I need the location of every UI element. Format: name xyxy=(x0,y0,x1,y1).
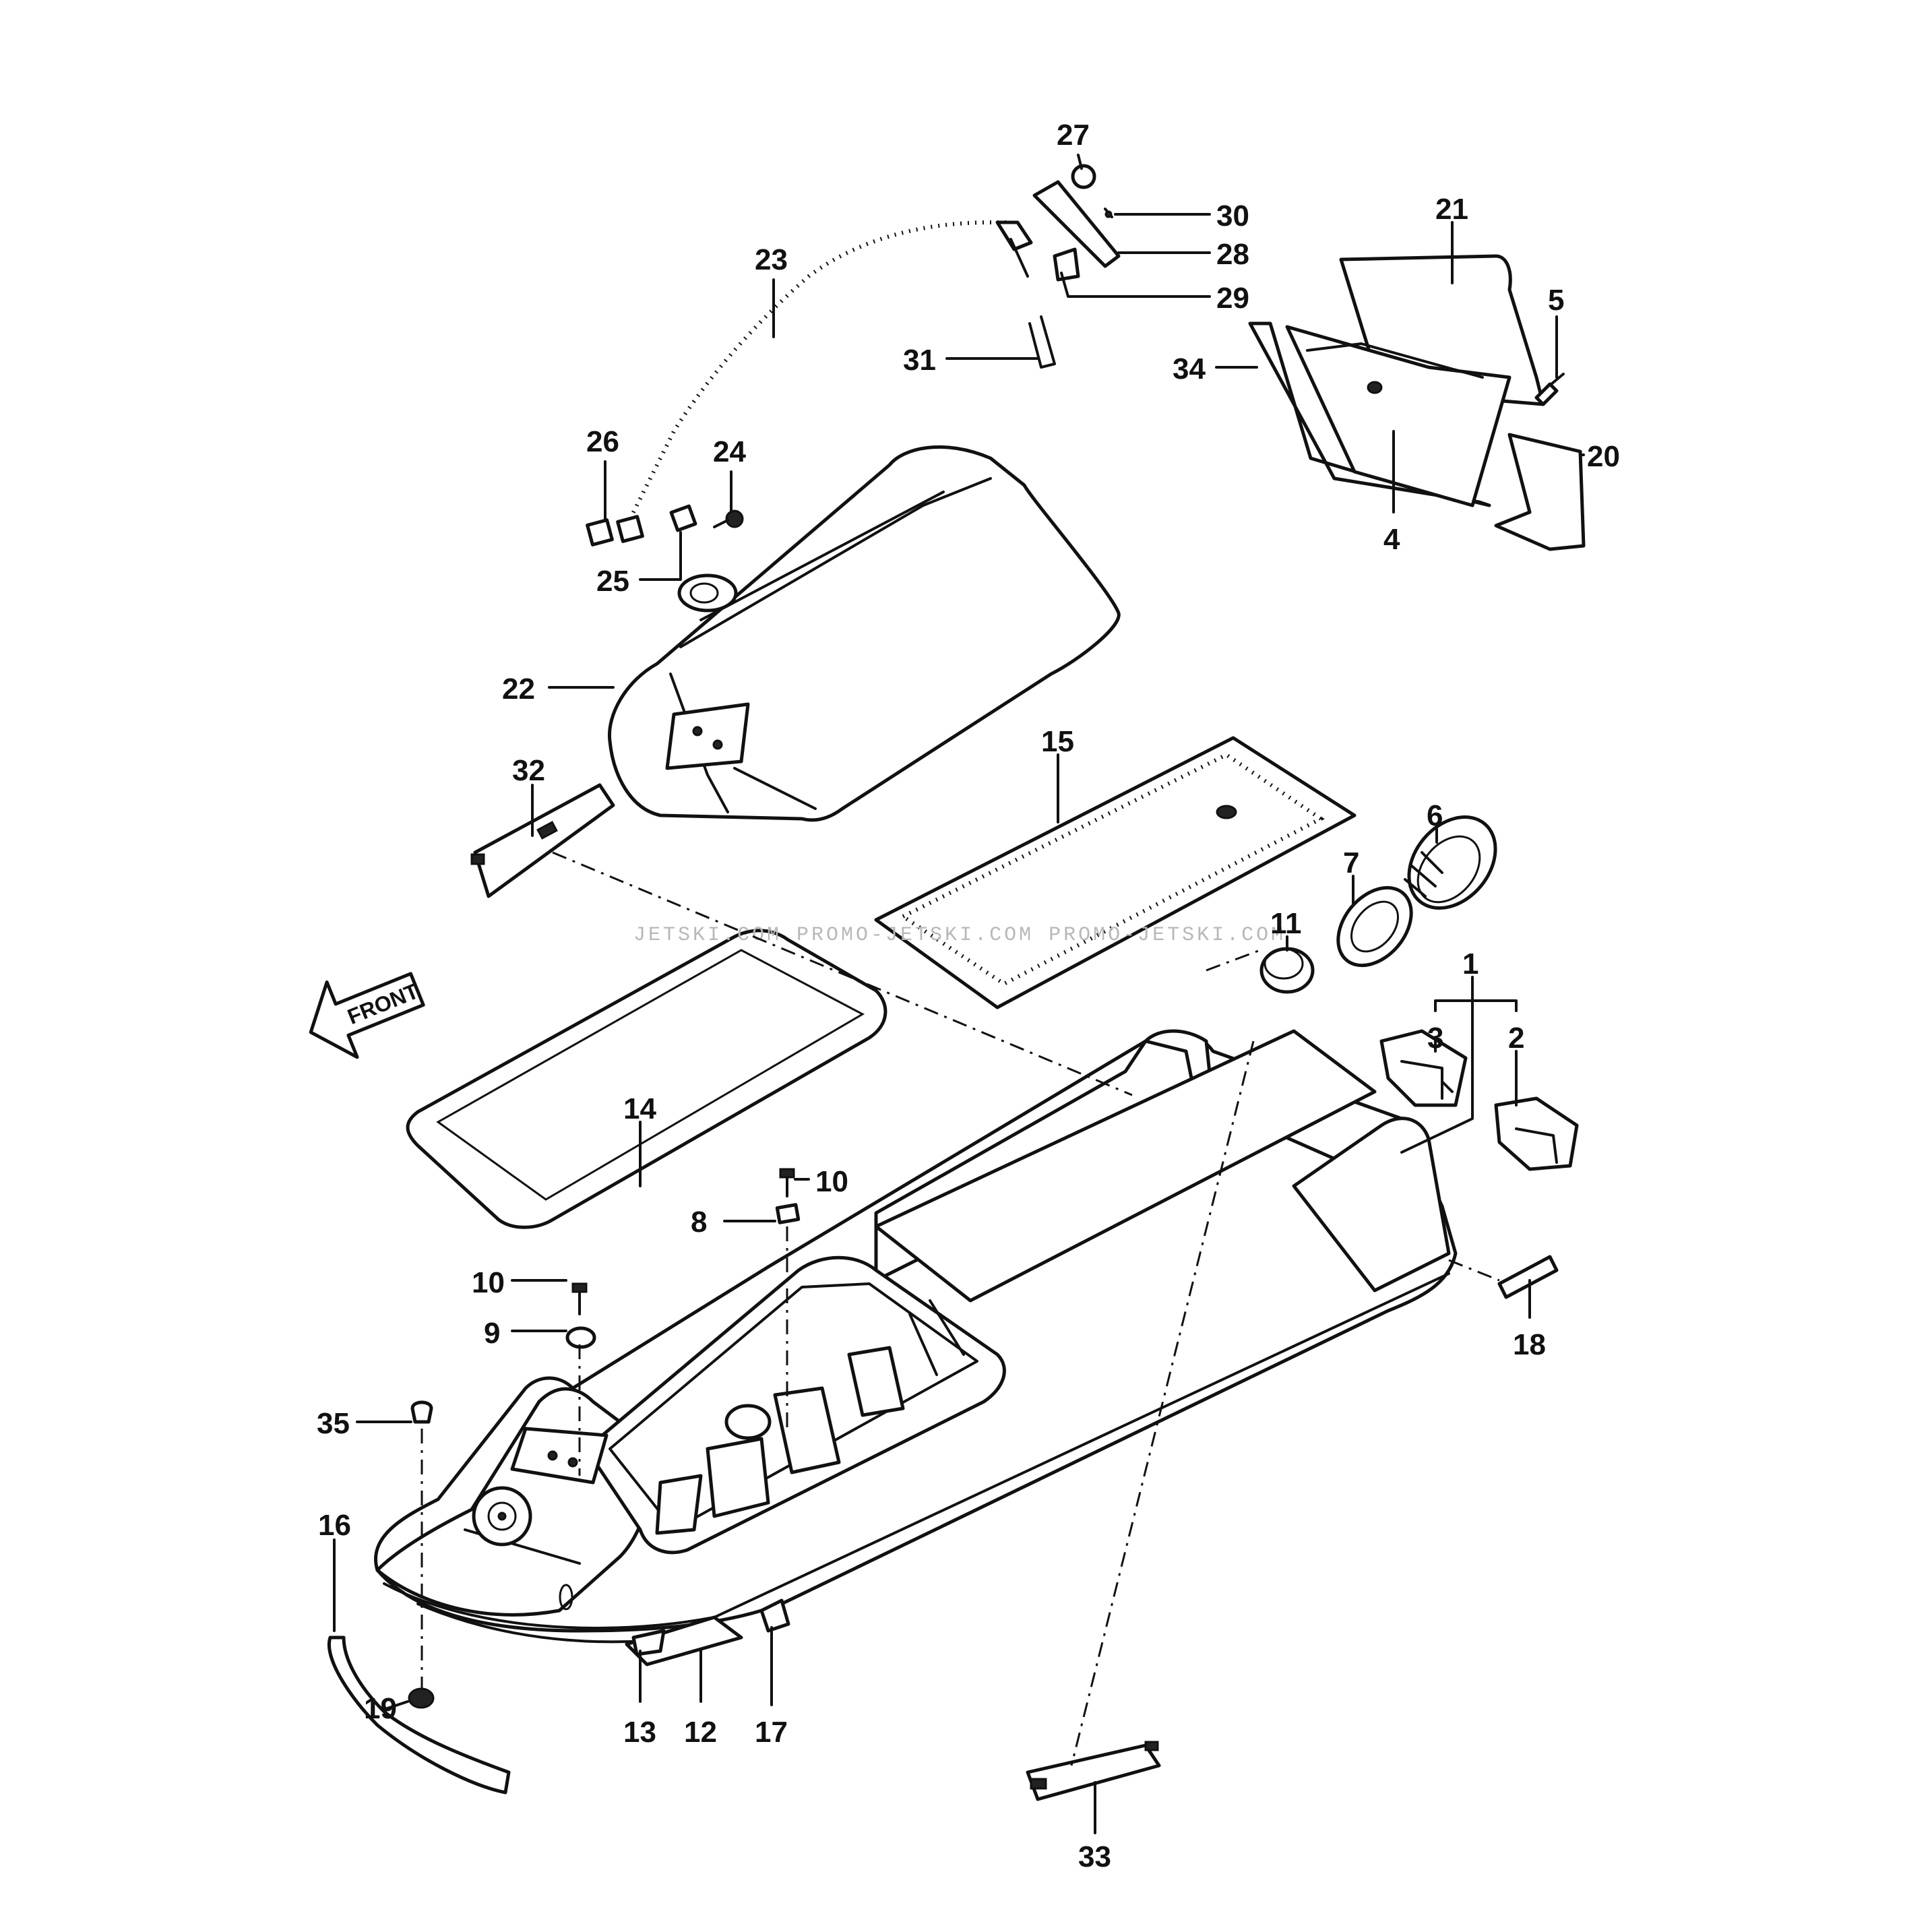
callout-2: 2 xyxy=(1508,1022,1524,1055)
callout-10b: 10 xyxy=(472,1266,505,1299)
callout-26: 26 xyxy=(586,425,619,458)
callout-13: 13 xyxy=(623,1716,656,1749)
callout-17: 17 xyxy=(755,1716,788,1749)
callout-33: 33 xyxy=(1078,1840,1111,1873)
front-parts xyxy=(328,1168,801,1795)
callout-32: 32 xyxy=(512,754,545,787)
leader-lines xyxy=(333,154,1585,1834)
callout-29: 29 xyxy=(1216,282,1249,315)
callout-1: 1 xyxy=(1462,947,1478,980)
callout-7: 7 xyxy=(1343,846,1359,879)
steering-hardware xyxy=(1028,164,1121,369)
watermark-text: JETSKI.COM PROMO-JETSKI.COM PROMO-JETSKI… xyxy=(633,924,1286,947)
hull-deck xyxy=(374,1029,1458,1644)
mat xyxy=(874,736,1357,1009)
gasket-frame xyxy=(406,929,887,1229)
callout-9: 9 xyxy=(484,1317,500,1350)
panel-group xyxy=(1248,254,1586,551)
callout-16: 16 xyxy=(318,1509,351,1542)
callout-15: 15 xyxy=(1041,725,1074,758)
callout-25: 25 xyxy=(596,565,629,598)
callout-labels: 1 2 3 4 5 6 7 8 9 10 10 11 12 13 14 15 1… xyxy=(317,119,1620,1873)
callout-6: 6 xyxy=(1427,799,1443,832)
callout-28: 28 xyxy=(1216,238,1249,271)
callout-18: 18 xyxy=(1513,1328,1546,1361)
seals xyxy=(1259,815,1497,994)
callout-23: 23 xyxy=(755,243,788,276)
callout-20: 20 xyxy=(1587,440,1620,473)
callout-24: 24 xyxy=(713,435,746,468)
callout-4: 4 xyxy=(1383,523,1400,556)
callout-27: 27 xyxy=(1057,119,1090,152)
callout-21: 21 xyxy=(1435,193,1468,226)
callout-14: 14 xyxy=(623,1092,656,1125)
callout-10a: 10 xyxy=(815,1165,848,1198)
callout-3: 3 xyxy=(1427,1022,1443,1055)
callout-12: 12 xyxy=(684,1716,717,1749)
callout-5: 5 xyxy=(1548,284,1564,317)
callout-35: 35 xyxy=(317,1407,350,1440)
brackets xyxy=(1379,1029,1579,1171)
handle-pole xyxy=(586,220,1033,547)
callout-19: 19 xyxy=(364,1692,397,1725)
callout-11: 11 xyxy=(1270,907,1302,940)
decals xyxy=(470,783,1559,1801)
callout-30: 30 xyxy=(1216,199,1249,232)
front-arrow: FRONT xyxy=(309,972,425,1059)
callout-31: 31 xyxy=(903,344,936,377)
callout-22: 22 xyxy=(502,673,535,706)
callout-34: 34 xyxy=(1173,352,1206,385)
callout-8: 8 xyxy=(691,1206,707,1239)
engine-cover xyxy=(607,445,1121,822)
